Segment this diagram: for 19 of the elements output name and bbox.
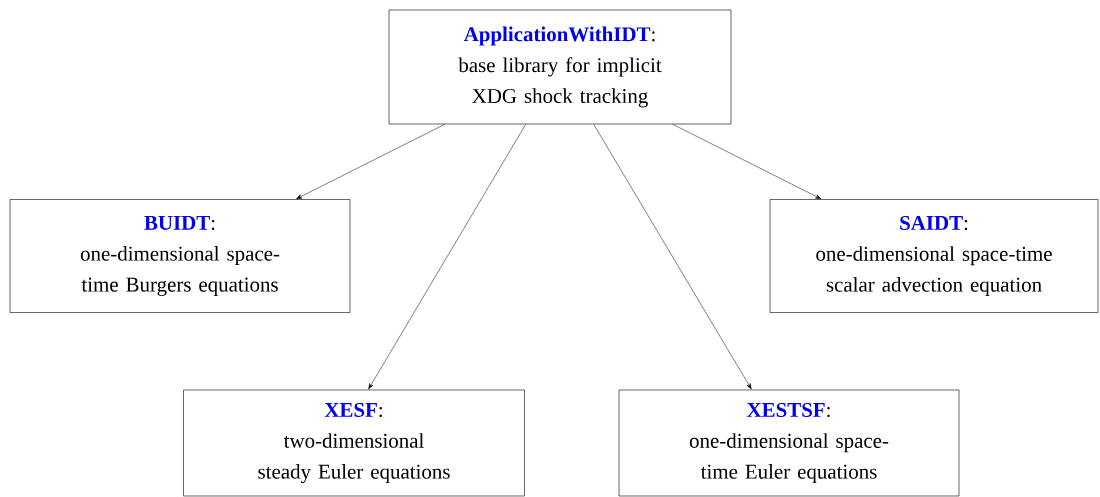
node-heading: SAIDT: [900,215,968,231]
node-heading: ApplicationWithIDT: [463,26,655,46]
node-text: one-dimensional space-time Burgers equations [80,246,280,296]
process-box [769,199,1099,313]
arrow [368,124,526,390]
node-text: base library for implicit XDG shock tracking [458,57,662,108]
node-heading: BUIDT: [144,216,215,230]
node-heading: XESTSF: [746,402,830,418]
process-box [388,9,732,125]
process-box [9,199,351,313]
arrow [593,124,752,390]
node-heading: XESF: [324,402,382,418]
node-text: one-dimensional space-time Euler equations [689,433,889,483]
process-box [183,389,525,497]
node-text: two-dimensional steady Euler equations [258,433,450,484]
process-box [618,389,960,497]
arrow [672,124,822,200]
node-text: one-dimensional space-time scalar advection equation [816,246,1052,296]
arrow [296,124,445,200]
